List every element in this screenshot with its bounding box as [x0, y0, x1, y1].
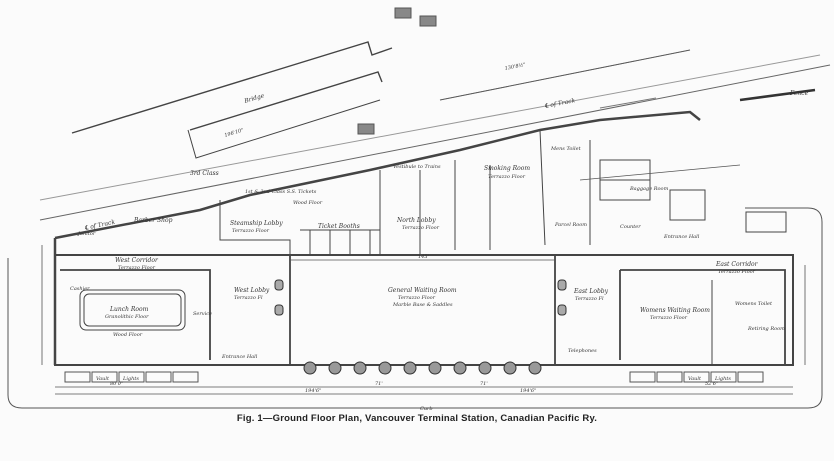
figure-caption: Fig. 1—Ground Floor Plan, Vancouver Term…	[236, 413, 598, 424]
label-ticket-booths: Ticket Booths	[318, 223, 360, 230]
label-telephones: Telephones	[568, 348, 597, 354]
label-counter-east: Counter	[620, 224, 641, 230]
label-north-lobby: North Lobby	[396, 217, 436, 224]
dim-overall-top: 130'8½"	[504, 61, 526, 72]
label-lunch-room-floor: Granolithic Floor	[105, 314, 149, 320]
label-fence: Fence	[789, 90, 809, 97]
label-west-corridor: West Corridor	[115, 257, 159, 264]
label-entrance-hall-east: Entrance Hall	[663, 234, 700, 240]
dim-colonnade-west: 71'	[375, 381, 383, 387]
label-curb: Curb	[420, 406, 433, 412]
dim-front-west: 194'6"	[305, 388, 321, 394]
label-smoking-room: Smoking Room	[484, 165, 530, 172]
label-womens-toilet: Womens Toilet	[735, 301, 773, 307]
label-wwr-floor: Terrazzo Floor	[650, 315, 688, 321]
label-mens-toilet: Mens Toilet	[550, 146, 582, 152]
label-track-east: ℄ of Track	[544, 97, 576, 110]
label-east-corridor-floor: Terrazzo Floor	[718, 269, 756, 275]
label-parcel-room: Parcel Room	[554, 222, 587, 228]
label-retiring-room: Retiring Room	[747, 326, 785, 332]
label-janitor: Janitor	[77, 231, 96, 237]
label-steamship-lobby-floor: Terrazzo Floor	[232, 228, 270, 234]
label-east-lobby: East Lobby	[573, 288, 609, 295]
label-third-class: 3rd Class	[190, 170, 219, 177]
label-west-lobby-floor: Terrazzo Fl	[234, 295, 263, 301]
label-bridge: Bridge	[243, 92, 266, 105]
label-east-lobby-floor: Terrazzo Fl	[575, 296, 604, 302]
label-cashier: Cashier	[70, 286, 90, 292]
dim-gwr-length: 145'	[418, 254, 429, 260]
label-ticket-office: 1st & 2nd Class S.S. Tickets	[245, 189, 317, 195]
label-west-corridor-floor: Terrazzo Floor	[118, 265, 156, 271]
label-service: Service	[193, 311, 212, 317]
dim-west-wing-length: 80'0"	[110, 381, 123, 387]
dim-bridge-length: 196'10"	[224, 127, 244, 138]
label-womens-waiting-room: Womens Waiting Room	[640, 307, 710, 314]
label-general-waiting-room: General Waiting Room	[388, 287, 457, 294]
label-vault: Vault	[96, 376, 110, 382]
label-entrance-hall-west: Entrance Hall	[221, 354, 258, 360]
label-ticket-office-floor: Wood Floor	[293, 200, 323, 206]
label-baggage-room: Baggage Room	[629, 186, 669, 192]
dim-colonnade-east: 71'	[480, 381, 488, 387]
label-gwr-floor: Terrazzo Floor	[398, 295, 436, 301]
label-steamship-lobby: Steamship Lobby	[230, 220, 283, 227]
label-east-corridor: East Corridor	[715, 261, 759, 268]
label-lunch-room: Lunch Room	[109, 306, 149, 313]
label-west-lobby: West Lobby	[234, 287, 270, 294]
label-gwr-base: Marble Base & Saddles	[392, 302, 453, 308]
label-barber-shop: Barber Shop	[133, 217, 173, 224]
label-vestibule-trains: Vestibule to Trains	[393, 164, 441, 170]
label-lights: Lights	[122, 376, 139, 382]
label-vault-east: Vault	[688, 376, 702, 382]
dim-east-wing-length: 52'6"	[705, 381, 718, 387]
label-smoking-room-floor: Terrazzo Floor	[488, 174, 526, 180]
dim-front-east: 194'6"	[520, 388, 536, 394]
label-lights-east: Lights	[714, 376, 731, 382]
label-north-lobby-floor: Terrazzo Floor	[402, 225, 440, 231]
label-wood-floor: Wood Floor	[113, 332, 143, 338]
